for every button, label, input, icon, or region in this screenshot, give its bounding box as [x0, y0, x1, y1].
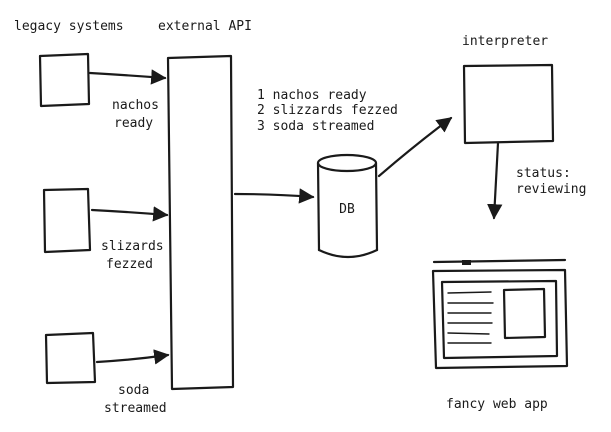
arrow-db-to-interpreter — [377, 116, 453, 178]
db-cylinder — [316, 153, 379, 259]
web-app-label: fancy web app — [446, 397, 548, 412]
legacy-systems-header: legacy systems — [14, 19, 124, 34]
nachos-label-line1: nachos — [112, 98, 159, 113]
status-label-line2: reviewing — [516, 182, 586, 197]
slizards-label-line2: fezzed — [106, 257, 153, 272]
nachos-label-line2: ready — [114, 116, 153, 131]
legacy-system-box-nachos — [38, 52, 91, 108]
event-log-line-3: 3 soda streamed — [257, 119, 374, 134]
external-api-box — [166, 54, 235, 391]
legacy-system-box-slizards — [42, 187, 92, 254]
arrow-nachos-to-api — [88, 69, 167, 85]
legacy-system-box-soda — [44, 331, 97, 385]
arrow-api-to-db — [233, 188, 315, 204]
db-label: DB — [339, 202, 355, 217]
arrow-soda-to-api — [95, 349, 170, 365]
web-app-sketch — [431, 258, 569, 370]
soda-label-line1: soda — [118, 383, 149, 398]
status-label-line1: status: — [516, 166, 571, 181]
arrow-slizards-to-api — [90, 206, 169, 222]
interpreter-box — [462, 63, 555, 145]
interpreter-header: interpreter — [462, 34, 548, 49]
external-api-header: external API — [158, 19, 252, 34]
soda-label-line2: streamed — [104, 401, 167, 416]
event-log-line-2: 2 slizzards fezzed — [257, 103, 398, 118]
arrow-interpreter-to-web-app — [487, 141, 503, 220]
event-log-line-1: 1 nachos ready — [257, 88, 367, 103]
slizards-label-line1: slizards — [101, 239, 164, 254]
